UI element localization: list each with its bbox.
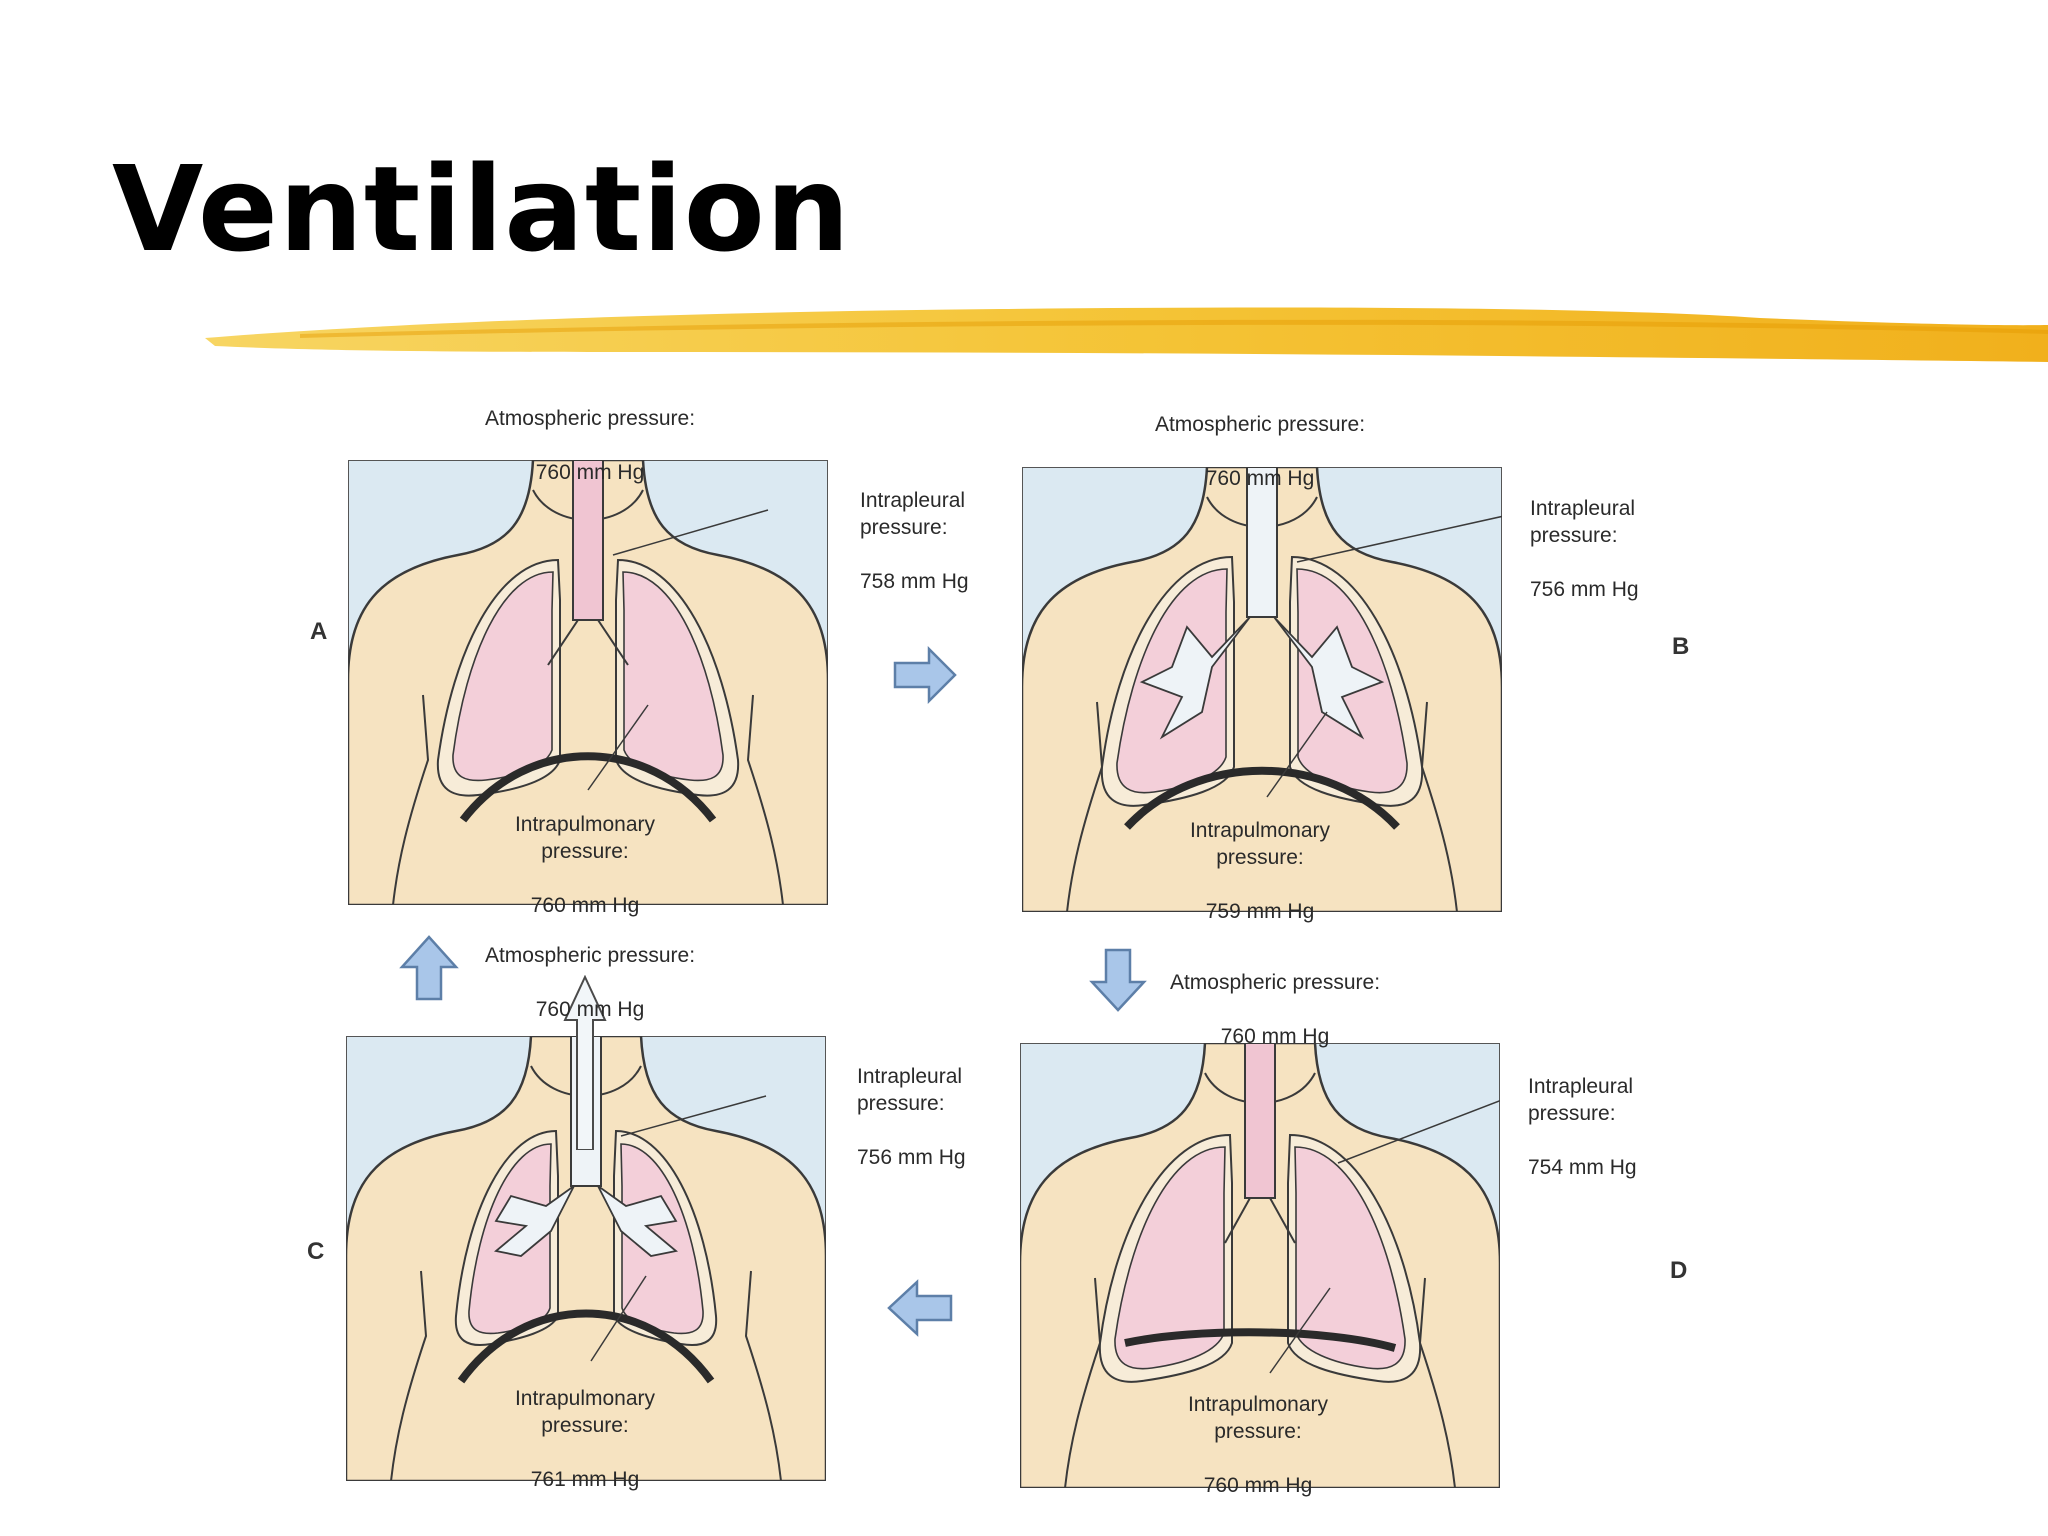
diaphragm <box>459 752 717 823</box>
intrapulmonary-label-text: Intrapulmonary pressure: <box>1187 1393 1329 1443</box>
diaphragm <box>1124 1328 1397 1352</box>
arrow-right-icon <box>893 645 957 705</box>
panel-c-intrapulmonary-label: Intrapulmonary pressure: 761 mm Hg <box>465 1358 705 1520</box>
bronchi <box>547 619 629 666</box>
intrapleural-label-text: Intrapleural pressure: <box>860 489 966 539</box>
panel-a-intrapulmonary-label: Intrapulmonary pressure: 760 mm Hg <box>465 784 705 946</box>
lung-right <box>1294 1146 1406 1370</box>
intrapleural-leader <box>1296 515 1502 563</box>
arm-line-left <box>1064 1277 1102 1488</box>
panel-c-atmospheric-label: Atmospheric pressure: 760 mm Hg <box>440 915 740 1050</box>
atmospheric-value-text: 760 mm Hg <box>535 461 645 484</box>
intrapulmonary-leader <box>587 704 649 791</box>
intrapleural-value-text: 756 mm Hg <box>857 1146 966 1169</box>
bronchi-expanding-right <box>1273 616 1385 740</box>
atmospheric-value-text: 760 mm Hg <box>1205 467 1315 490</box>
intrapulmonary-leader <box>590 1275 647 1362</box>
panel-b-illustration <box>1022 467 1502 912</box>
intrapleural-value-text: 756 mm Hg <box>1530 578 1639 601</box>
panel-c-intrapleural-label: Intrapleural pressure: 756 mm Hg <box>857 1036 1017 1198</box>
intrapulmonary-value-text: 761 mm Hg <box>530 1468 640 1491</box>
brushstroke-main <box>205 307 2048 362</box>
atmospheric-value-text: 760 mm Hg <box>1220 1025 1330 1048</box>
panel-letter-b: B <box>1672 633 1690 660</box>
panel-b-atmospheric-label: Atmospheric pressure: 760 mm Hg <box>1110 384 1410 519</box>
arm-line-right <box>1420 701 1458 912</box>
intrapleural-leader <box>620 1095 767 1137</box>
brushstroke-streak <box>300 319 2048 338</box>
intrapulmonary-leader <box>1269 1287 1331 1374</box>
diaphragm <box>457 1309 715 1384</box>
panel-d-atmospheric-label: Atmospheric pressure: 760 mm Hg <box>1125 942 1425 1077</box>
panel-a-illustration <box>348 460 828 905</box>
arm-line-left <box>392 694 430 905</box>
intrapleural-leader <box>1337 1099 1500 1164</box>
arrow-down-icon <box>1089 948 1147 1012</box>
intrapulmonary-label-text: Intrapulmonary pressure: <box>514 813 656 863</box>
arrow-up-icon <box>399 935 459 1001</box>
bronchi <box>1224 1197 1296 1244</box>
panel-d-intrapulmonary-label: Intrapulmonary pressure: 760 mm Hg <box>1138 1364 1378 1526</box>
arm-line-right <box>744 1270 782 1481</box>
intrapulmonary-label-text: Intrapulmonary pressure: <box>1189 819 1331 869</box>
arm-line-right <box>746 694 784 905</box>
panel-a-atmospheric-label: Atmospheric pressure: 760 mm Hg <box>440 378 740 513</box>
intrapulmonary-label-text: Intrapulmonary pressure: <box>514 1387 656 1437</box>
atmospheric-label-text: Atmospheric pressure: <box>1169 971 1381 994</box>
intrapulmonary-value-text: 760 mm Hg <box>530 894 640 917</box>
intrapleural-label-text: Intrapleural pressure: <box>1528 1075 1634 1125</box>
trachea <box>572 460 604 621</box>
arm-line-right <box>1418 1277 1456 1488</box>
intrapulmonary-value-text: 760 mm Hg <box>1203 1474 1313 1497</box>
atmospheric-label-text: Atmospheric pressure: <box>484 944 696 967</box>
intrapulmonary-leader <box>1266 711 1328 798</box>
exhale-air-arrow-icon <box>563 975 607 1150</box>
intrapleural-leader <box>612 509 769 556</box>
arm-line-left <box>1066 701 1104 912</box>
atmospheric-label-text: Atmospheric pressure: <box>1154 413 1366 436</box>
intrapleural-value-text: 754 mm Hg <box>1528 1156 1637 1179</box>
arrow-left-icon <box>887 1279 953 1337</box>
bronchi-expanding-left <box>1139 616 1251 740</box>
panel-letter-d: D <box>1670 1257 1688 1284</box>
panel-d-illustration <box>1020 1043 1500 1488</box>
slide-title: Ventilation <box>112 140 851 278</box>
panel-b-intrapleural-label: Intrapleural pressure: 756 mm Hg <box>1530 468 1690 630</box>
title-underline-brushstroke <box>205 307 2048 362</box>
panel-letter-a: A <box>310 618 328 645</box>
panel-b-intrapulmonary-label: Intrapulmonary pressure: 759 mm Hg <box>1140 790 1380 952</box>
diaphragm <box>1124 766 1400 830</box>
intrapleural-value-text: 758 mm Hg <box>860 570 969 593</box>
arm-line-left <box>390 1270 428 1481</box>
panel-d-intrapleural-label: Intrapleural pressure: 754 mm Hg <box>1528 1046 1688 1208</box>
panel-letter-c: C <box>307 1238 325 1265</box>
trachea <box>1246 467 1278 618</box>
lung-left <box>1114 1146 1226 1370</box>
bronchi-contracting-right <box>597 1185 679 1257</box>
bronchi-contracting-left <box>493 1185 575 1257</box>
trachea <box>1244 1043 1276 1199</box>
intrapleural-label-text: Intrapleural pressure: <box>1530 497 1636 547</box>
atmospheric-value-text: 760 mm Hg <box>535 998 645 1021</box>
panel-a-intrapleural-label: Intrapleural pressure: 758 mm Hg <box>860 460 1020 622</box>
atmospheric-label-text: Atmospheric pressure: <box>484 407 696 430</box>
intrapulmonary-value-text: 759 mm Hg <box>1205 900 1315 923</box>
intrapleural-label-text: Intrapleural pressure: <box>857 1065 963 1115</box>
